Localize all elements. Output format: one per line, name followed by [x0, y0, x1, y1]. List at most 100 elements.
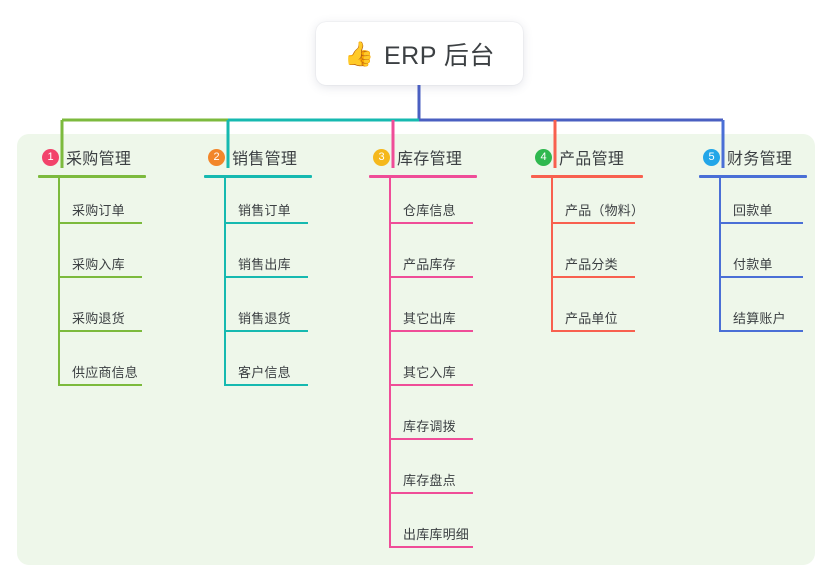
column-rule-purchasing — [38, 175, 146, 178]
column-spine-sales — [224, 178, 226, 386]
column-header-inventory[interactable]: 3 库存管理 — [369, 146, 477, 168]
leaf-rule — [551, 222, 635, 224]
leaf-rule — [224, 222, 308, 224]
column-header-product[interactable]: 4 产品管理 — [531, 146, 643, 168]
leaf-label: 销售退货 — [238, 311, 291, 326]
leaf-label: 产品单位 — [565, 311, 618, 326]
leaf-rule — [389, 546, 473, 548]
leaf-label: 产品库存 — [403, 257, 456, 272]
leaf-label: 采购订单 — [72, 203, 125, 218]
column-purchasing: 1 采购管理采购订单采购入库采购退货供应商信息 — [38, 146, 146, 394]
leaf-rule — [719, 330, 803, 332]
leaf-label: 采购退货 — [72, 311, 125, 326]
column-rule-inventory — [369, 175, 477, 178]
root-node-erp-backend[interactable]: 👍 ERP 后台 — [316, 22, 523, 85]
leaf-item[interactable]: 库存盘点 — [369, 448, 477, 502]
root-node-content: 👍 ERP 后台 — [344, 36, 495, 72]
column-header-sales[interactable]: 2 销售管理 — [204, 146, 312, 168]
leaf-label: 产品（物料） — [565, 203, 645, 218]
column-title-purchasing: 采购管理 — [66, 151, 132, 168]
leaf-label: 出库库明细 — [403, 527, 470, 542]
column-header-purchasing[interactable]: 1 采购管理 — [38, 146, 146, 168]
column-title-inventory: 库存管理 — [397, 151, 463, 168]
column-sales: 2 销售管理销售订单销售出库销售退货客户信息 — [204, 146, 312, 394]
column-leaves-purchasing: 采购订单采购入库采购退货供应商信息 — [38, 178, 146, 394]
leaf-label: 客户信息 — [238, 365, 291, 380]
leaf-label: 销售出库 — [238, 257, 291, 272]
leaf-item[interactable]: 产品库存 — [369, 232, 477, 286]
leaf-label: 结算账户 — [733, 311, 786, 326]
column-badge-sales: 2 — [208, 148, 225, 166]
leaf-item[interactable]: 付款单 — [699, 232, 807, 286]
column-leaves-sales: 销售订单销售出库销售退货客户信息 — [204, 178, 312, 394]
leaf-item[interactable]: 库存调拨 — [369, 394, 477, 448]
column-spine-purchasing — [58, 178, 60, 386]
leaf-item[interactable]: 供应商信息 — [38, 340, 146, 394]
leaf-label: 销售订单 — [238, 203, 291, 218]
column-rule-product — [531, 175, 643, 178]
leaf-label: 付款单 — [733, 257, 773, 272]
leaf-item[interactable]: 采购退货 — [38, 286, 146, 340]
leaf-label: 其它入库 — [403, 365, 456, 380]
leaf-item[interactable]: 销售订单 — [204, 178, 312, 232]
leaf-rule — [551, 330, 635, 332]
leaf-label: 库存盘点 — [403, 473, 456, 488]
column-inventory: 3 库存管理仓库信息产品库存其它出库其它入库库存调拨库存盘点出库库明细 — [369, 146, 477, 556]
column-badge-product: 4 — [535, 148, 552, 166]
leaf-rule — [224, 330, 308, 332]
leaf-rule — [389, 438, 473, 440]
column-header-finance[interactable]: 5 财务管理 — [699, 146, 807, 168]
leaf-label: 仓库信息 — [403, 203, 456, 218]
leaf-item[interactable]: 销售退货 — [204, 286, 312, 340]
leaf-item[interactable]: 客户信息 — [204, 340, 312, 394]
leaf-item[interactable]: 采购入库 — [38, 232, 146, 286]
column-spine-finance — [719, 178, 721, 332]
column-badge-inventory: 3 — [373, 148, 390, 166]
leaf-label: 回款单 — [733, 203, 773, 218]
column-leaves-finance: 回款单付款单结算账户 — [699, 178, 807, 340]
leaf-item[interactable]: 产品分类 — [531, 232, 643, 286]
column-product: 4 产品管理产品（物料） 产品分类产品单位 — [531, 146, 645, 340]
leaf-rule — [389, 276, 473, 278]
column-rule-finance — [699, 175, 807, 178]
leaf-item[interactable]: 采购订单 — [38, 178, 146, 232]
column-title-finance: 财务管理 — [727, 151, 793, 168]
leaf-rule — [389, 330, 473, 332]
column-title-product: 产品管理 — [559, 151, 625, 168]
leaf-item[interactable]: 销售出库 — [204, 232, 312, 286]
column-leaves-inventory: 仓库信息产品库存其它出库其它入库库存调拨库存盘点出库库明细 — [369, 178, 477, 556]
column-rule-sales — [204, 175, 312, 178]
leaf-label: 库存调拨 — [403, 419, 456, 434]
leaf-rule — [719, 276, 803, 278]
leaf-rule — [389, 492, 473, 494]
leaf-label: 产品分类 — [565, 257, 618, 272]
leaf-item[interactable]: 回款单 — [699, 178, 807, 232]
leaf-rule — [58, 330, 142, 332]
leaf-item[interactable]: 产品单位 — [531, 286, 643, 340]
column-finance: 5 财务管理回款单付款单结算账户 — [699, 146, 807, 340]
column-spine-inventory — [389, 178, 391, 548]
leaf-rule — [224, 276, 308, 278]
leaf-item[interactable]: 出库库明细 — [369, 502, 477, 556]
leaf-rule — [58, 384, 142, 386]
leaf-item[interactable]: 仓库信息 — [369, 178, 477, 232]
column-title-sales: 销售管理 — [232, 151, 298, 168]
leaf-rule — [551, 276, 635, 278]
leaf-rule — [58, 276, 142, 278]
leaf-label: 其它出库 — [403, 311, 456, 326]
leaf-label: 采购入库 — [72, 257, 125, 272]
leaf-rule — [389, 384, 473, 386]
leaf-item[interactable]: 结算账户 — [699, 286, 807, 340]
leaf-item[interactable]: 其它出库 — [369, 286, 477, 340]
leaf-item[interactable]: 其它入库 — [369, 340, 477, 394]
leaf-rule — [719, 222, 803, 224]
column-badge-finance: 5 — [703, 148, 720, 166]
leaf-item[interactable]: 产品（物料） — [531, 178, 645, 232]
column-badge-purchasing: 1 — [42, 148, 59, 166]
column-leaves-product: 产品（物料） 产品分类产品单位 — [531, 178, 645, 340]
root-node-title: ERP 后台 — [383, 41, 495, 70]
leaf-label: 供应商信息 — [72, 365, 139, 380]
thumbs-up-icon: 👍 — [344, 39, 374, 68]
leaf-rule — [224, 384, 308, 386]
column-spine-product — [551, 178, 553, 332]
